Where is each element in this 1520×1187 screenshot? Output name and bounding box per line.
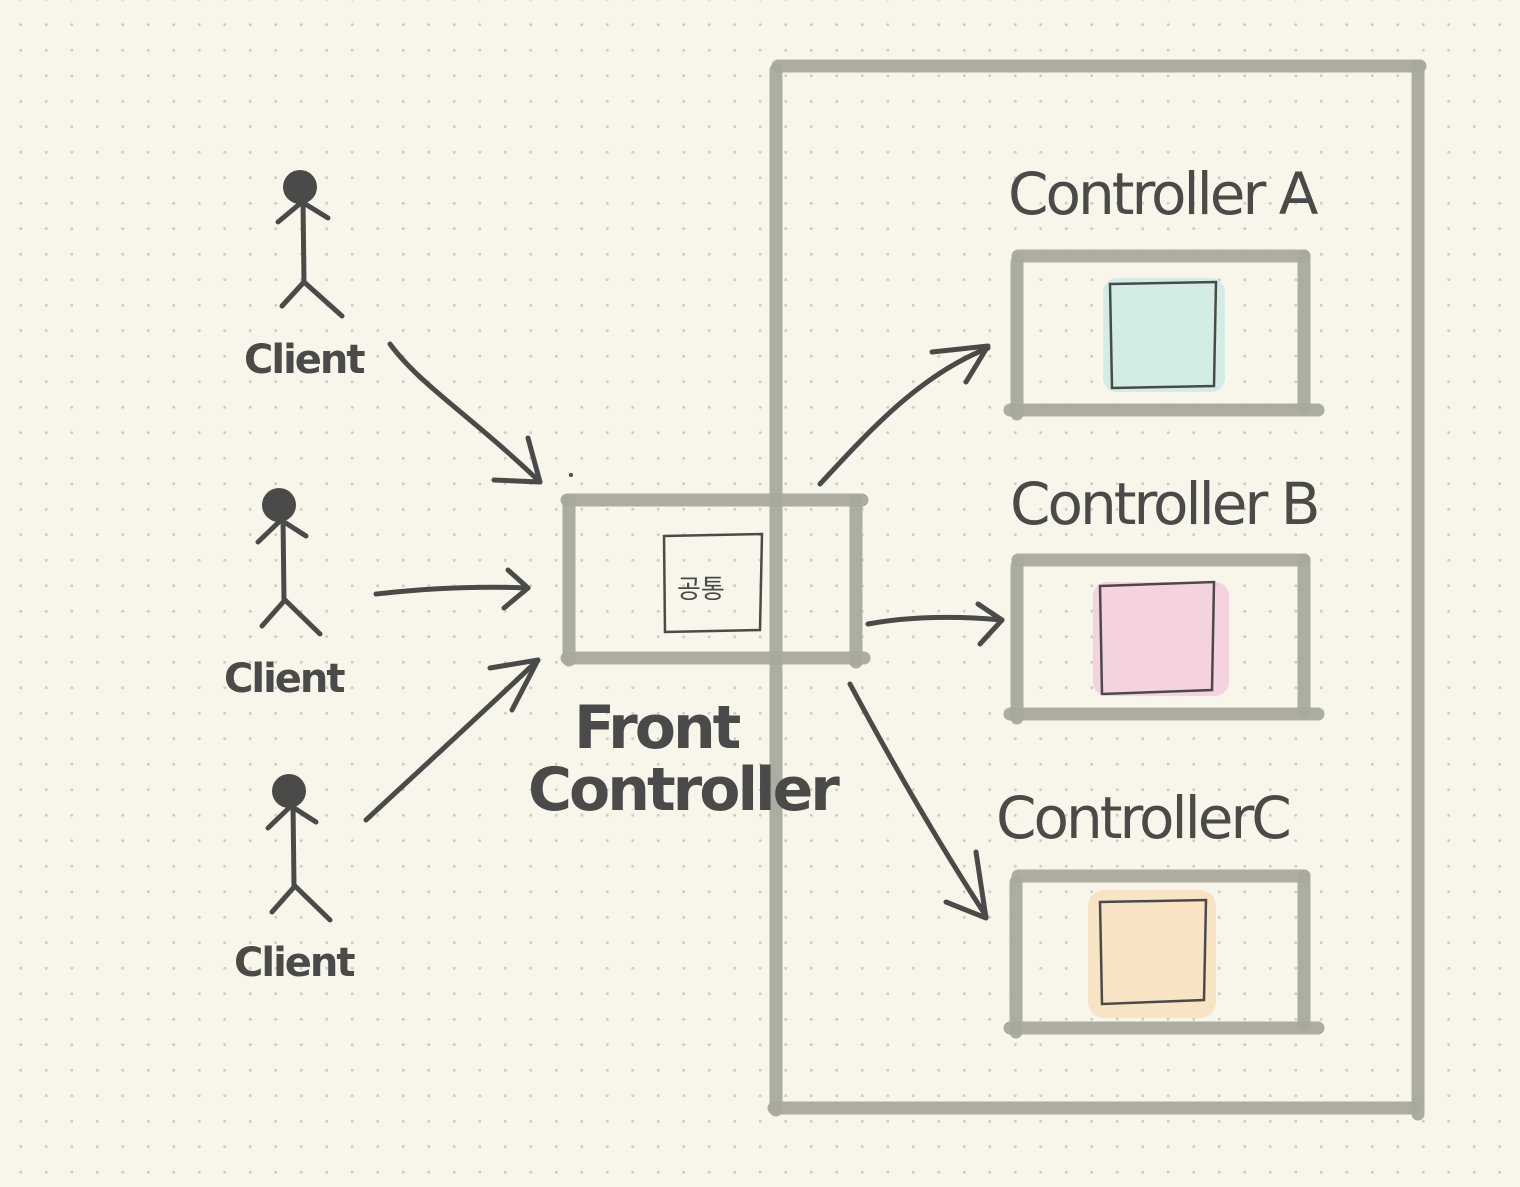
client-figure-2 bbox=[255, 488, 323, 637]
arrow-client2-to-front bbox=[373, 567, 531, 611]
client-2-head bbox=[262, 488, 296, 522]
controller-b-label: Controller B bbox=[1010, 470, 1318, 538]
server-container-frame bbox=[767, 59, 1427, 1121]
arrow-client3-to-front bbox=[363, 657, 541, 823]
front-controller-label-line2: Controller bbox=[528, 755, 840, 825]
client-figure-1 bbox=[275, 170, 345, 319]
common-module-square: 공통 bbox=[662, 532, 764, 634]
arrow-front-to-controller-c bbox=[847, 681, 989, 921]
client-1-head bbox=[283, 170, 317, 204]
front-controller-box bbox=[560, 493, 871, 669]
client-3-head bbox=[272, 774, 306, 808]
client-label-3: Client bbox=[234, 940, 355, 986]
common-module-label: 공통 bbox=[677, 575, 725, 605]
controller-a-box bbox=[1003, 249, 1325, 421]
client-label-1: Client bbox=[244, 337, 365, 383]
controller-c-fill bbox=[1088, 890, 1216, 1018]
client-label-2: Client bbox=[224, 656, 345, 702]
client-figure-3 bbox=[265, 774, 333, 923]
arrow-front-to-controller-a bbox=[817, 343, 991, 487]
controller-a-label: Controller A bbox=[1008, 160, 1319, 228]
controller-b-fill bbox=[1093, 582, 1229, 696]
arrow-front-to-controller-b bbox=[865, 601, 1005, 647]
stray-dot bbox=[569, 473, 573, 477]
arrow-client1-to-front bbox=[387, 341, 543, 485]
controller-b-box bbox=[1003, 553, 1325, 725]
controller-c-label: ControllerC bbox=[996, 784, 1289, 852]
controller-a-fill bbox=[1103, 278, 1225, 392]
front-controller-label-line1: Front bbox=[574, 693, 741, 763]
controller-c-box bbox=[1003, 869, 1325, 1039]
